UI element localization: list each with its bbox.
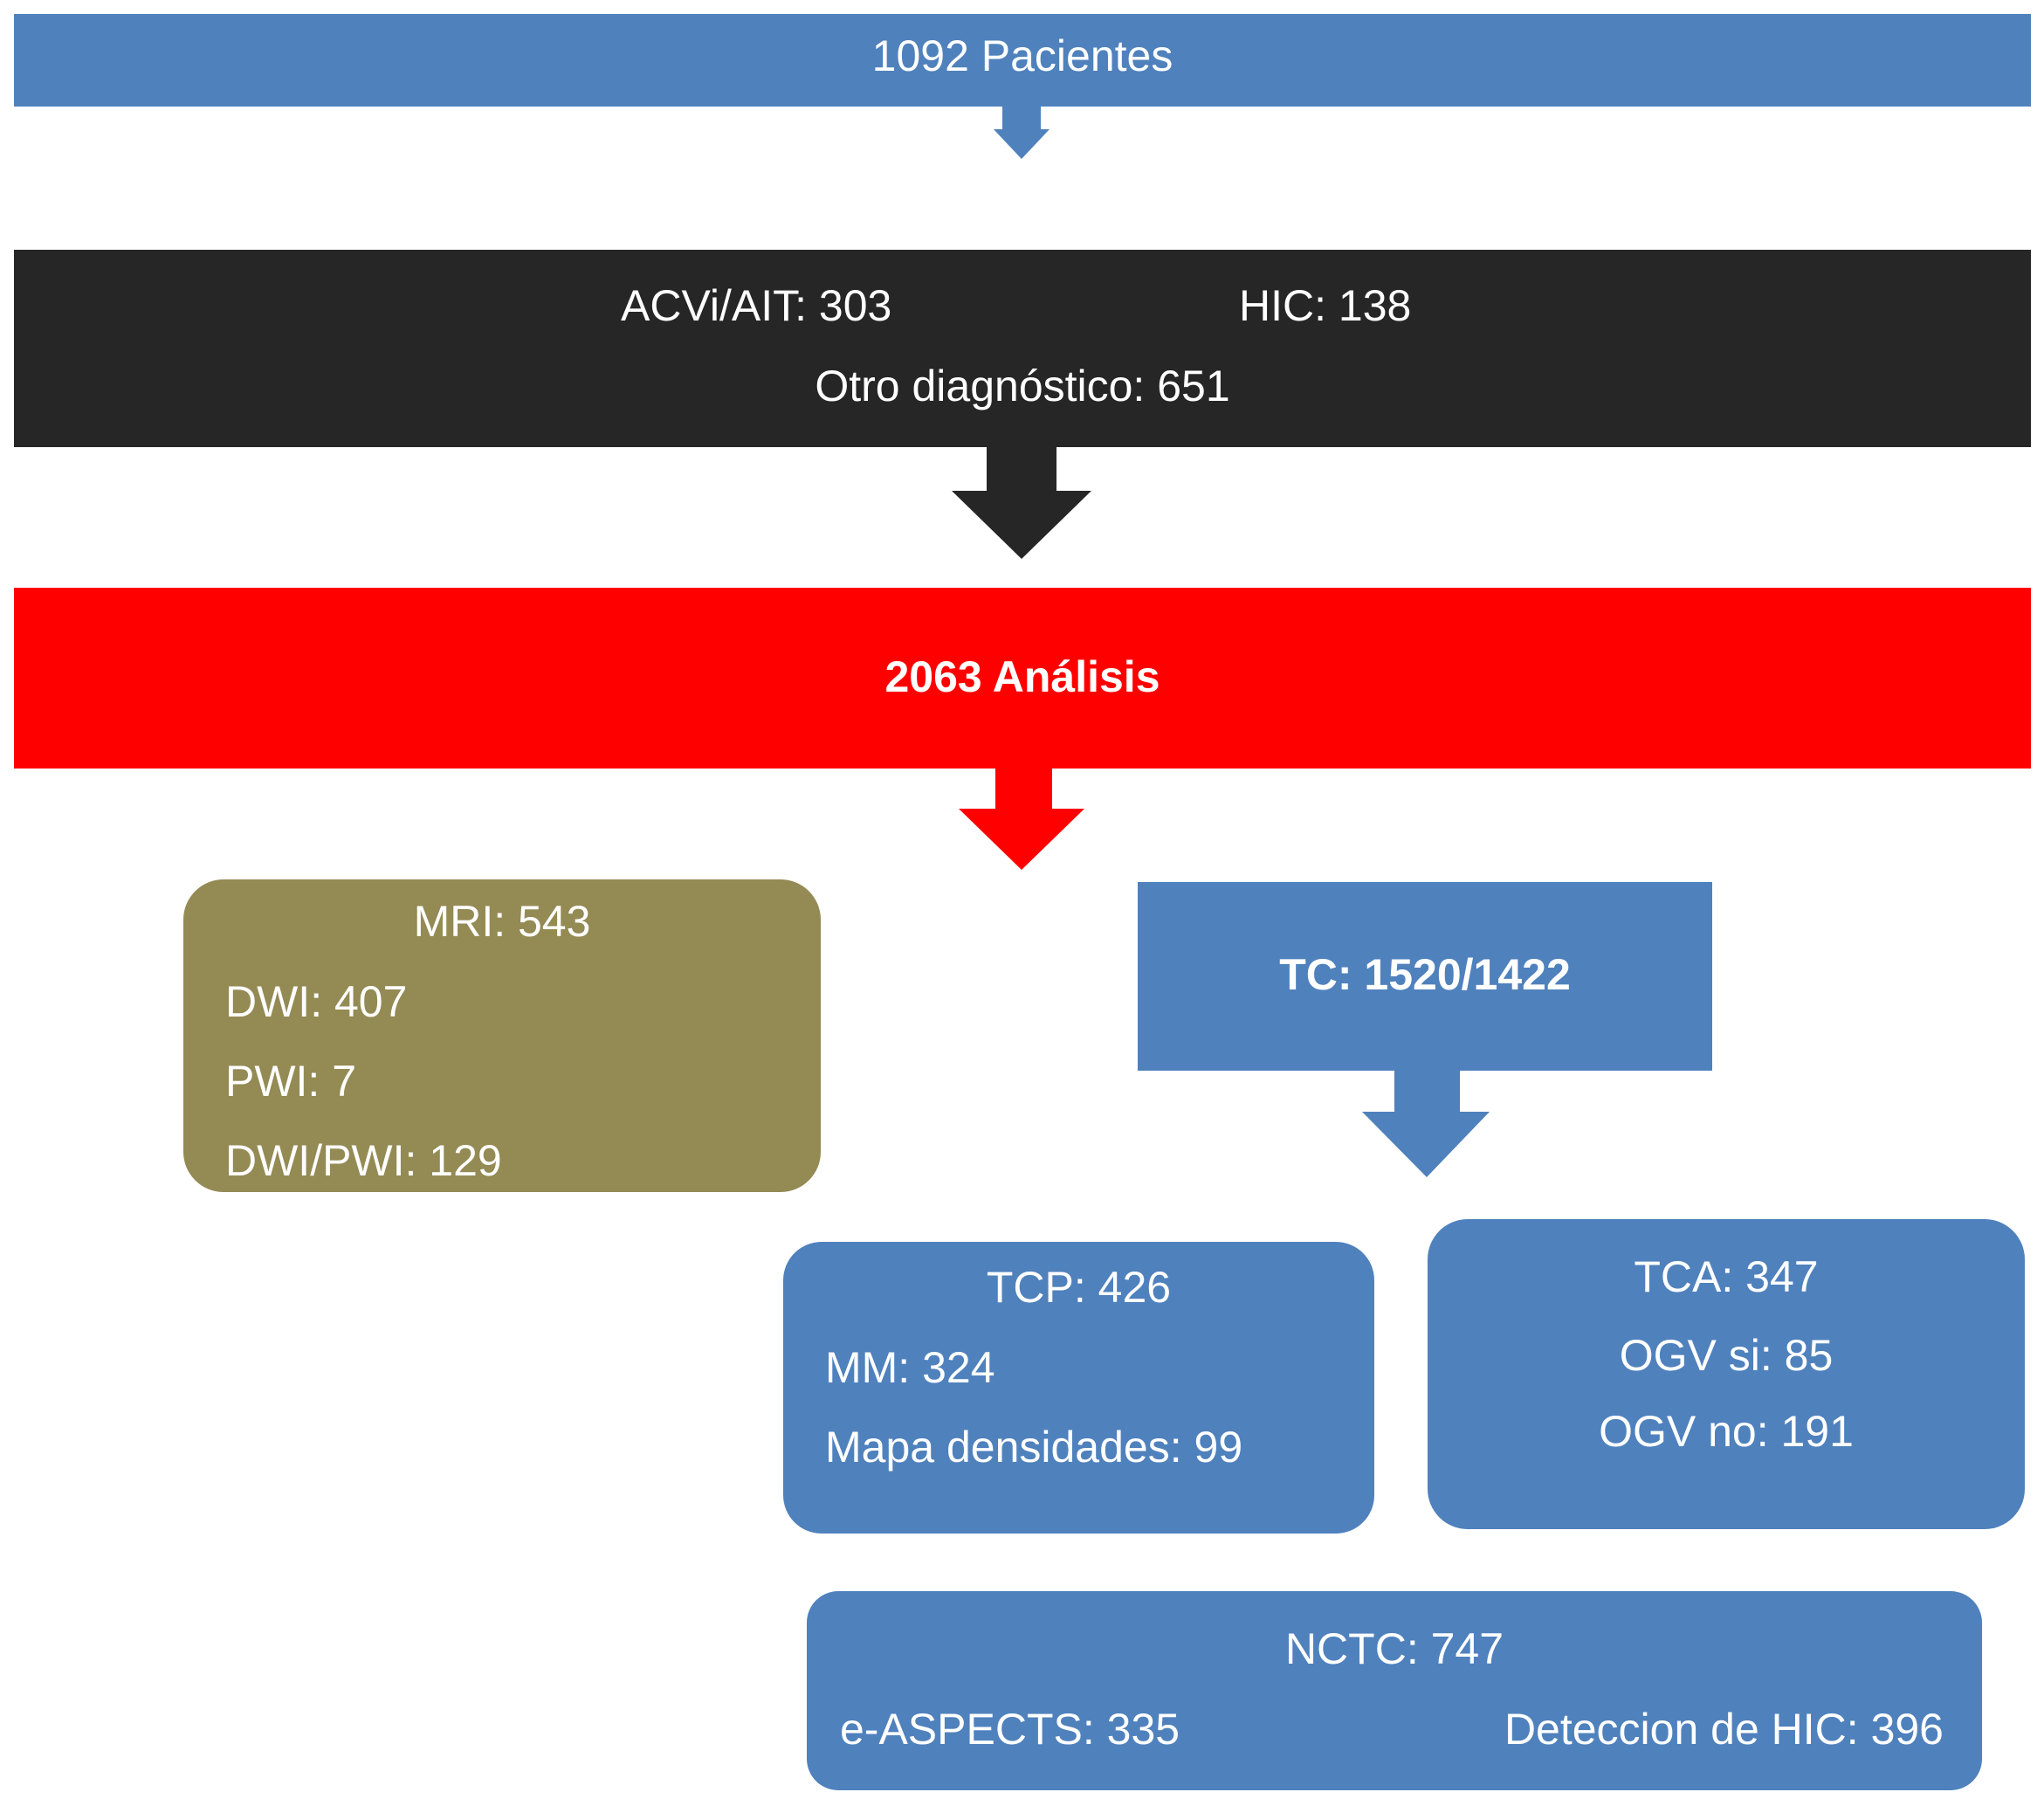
mri-pwi: PWI: 7 [225,1057,357,1106]
mri-dwi-pwi: DWI/PWI: 129 [225,1136,502,1185]
tca-ogv-no: OGV no: 191 [1599,1407,1854,1456]
tcp-box: TCP: 426 MM: 324 Mapa densidades: 99 [783,1242,1374,1534]
arrow-patients-to-diagnosis [994,107,1050,159]
nctc-box: NCTC: 747 e-ASPECTS: 335 Deteccion de HI… [807,1591,1982,1790]
nctc-title: NCTC: 747 [1284,1624,1504,1673]
diagnosis-box: ACVi/AIT: 303 HIC: 138 Otro diagnóstico:… [14,250,2031,447]
mri-title: MRI: 543 [413,897,591,946]
tca-ogv-si: OGV si: 85 [1619,1331,1834,1380]
arrow-tc-to-subtypes [1362,1071,1490,1177]
hic-count: HIC: 138 [1239,281,1412,330]
tcp-mm: MM: 324 [825,1343,995,1392]
tc-box: TC: 1520/1422 [1138,882,1712,1071]
analysis-box: 2063 Análisis [14,588,2031,769]
mri-box: MRI: 543 DWI: 407 PWI: 7 DWI/PWI: 129 [183,879,821,1192]
tcp-mapa-densidades: Mapa densidades: 99 [825,1423,1243,1472]
tca-box: TCA: 347 OGV si: 85 OGV no: 191 [1428,1219,2025,1529]
tca-title: TCA: 347 [1634,1252,1819,1301]
nctc-hic-detection: Deteccion de HIC: 396 [1504,1705,1944,1754]
arrow-diagnosis-to-analysis [952,445,1091,559]
tc-label: TC: 1520/1422 [1279,950,1571,999]
patients-box: 1092 Pacientes [14,14,2031,107]
other-diagnosis-count: Otro diagnóstico: 651 [815,362,1230,410]
nctc-e-aspects: e-ASPECTS: 335 [840,1705,1180,1754]
tcp-title: TCP: 426 [986,1263,1172,1312]
analysis-label: 2063 Análisis [884,652,1160,701]
acvi-ait-count: ACVi/AIT: 303 [621,281,892,330]
mri-dwi: DWI: 407 [225,977,408,1026]
patients-label: 1092 Pacientes [871,31,1173,80]
arrow-analysis-to-branches [959,769,1084,870]
